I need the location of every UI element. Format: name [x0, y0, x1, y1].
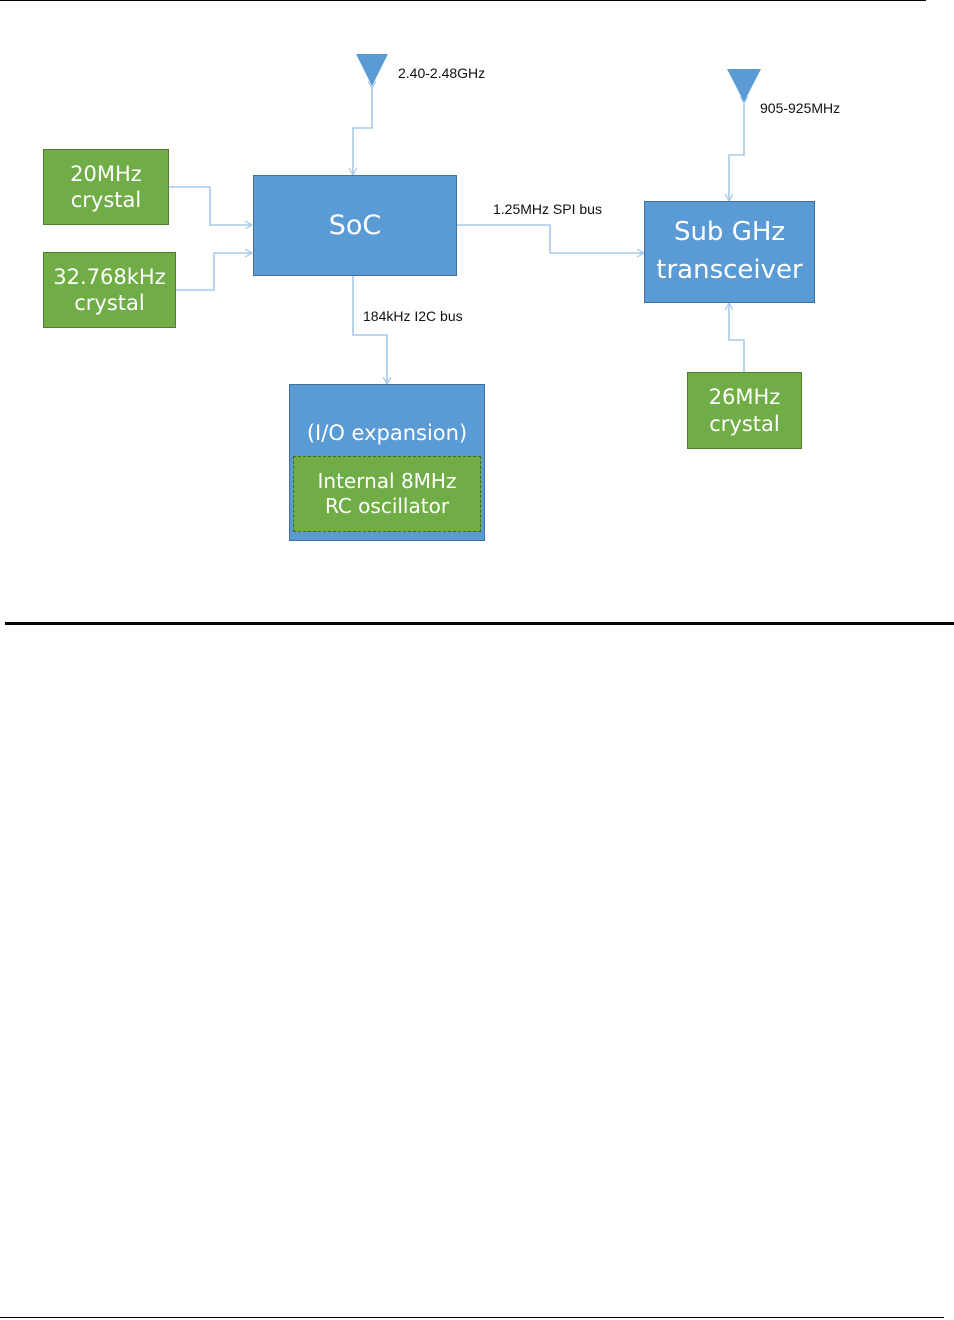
connector-antenna-to-subghz [729, 103, 744, 201]
crystal-26mhz-line2: crystal [709, 411, 780, 437]
crystal-32khz-line1: 32.768kHz [53, 264, 165, 290]
soc-label: SoC [329, 209, 382, 243]
antenna-900mhz-icon [727, 69, 761, 102]
connector-i2c-bus [353, 276, 387, 384]
internal-oscillator-block: Internal 8MHz RC oscillator [293, 456, 481, 532]
connector-antenna-to-soc [353, 88, 372, 175]
crystal-26mhz-line1: 26MHz [709, 384, 781, 410]
connector-26mhz-to-subghz [729, 303, 744, 372]
crystal-20mhz-block: 20MHz crystal [43, 149, 169, 225]
crystal-20mhz-line1: 20MHz [70, 161, 142, 187]
spi-bus-label: 1.25MHz SPI bus [493, 201, 602, 217]
antenna-900mhz-label: 905-925MHz [760, 100, 840, 116]
sub-ghz-line1: Sub GHz [674, 214, 785, 252]
bottom-rule [0, 1317, 944, 1318]
crystal-20mhz-line2: crystal [71, 187, 142, 213]
internal-osc-line1: Internal 8MHz [318, 469, 457, 494]
antenna-24ghz-icon [356, 54, 388, 86]
i2c-bus-label: 184kHz I2C bus [363, 308, 463, 324]
crystal-32khz-block: 32.768kHz crystal [43, 252, 176, 328]
crystal-32khz-line2: crystal [74, 290, 145, 316]
crystal-26mhz-block: 26MHz crystal [687, 372, 802, 449]
connector-32khz-to-soc [176, 253, 252, 290]
sub-ghz-line2: transceiver [656, 252, 802, 290]
io-expansion-label: (I/O expansion) [307, 420, 467, 446]
connector-spi-bus [457, 225, 644, 253]
sub-ghz-transceiver-block: Sub GHz transceiver [644, 201, 815, 303]
antenna-24ghz-label: 2.40-2.48GHz [398, 65, 485, 81]
internal-osc-line2: RC oscillator [325, 494, 449, 519]
connector-20mhz-to-soc [168, 187, 252, 225]
soc-block: SoC [253, 175, 457, 276]
